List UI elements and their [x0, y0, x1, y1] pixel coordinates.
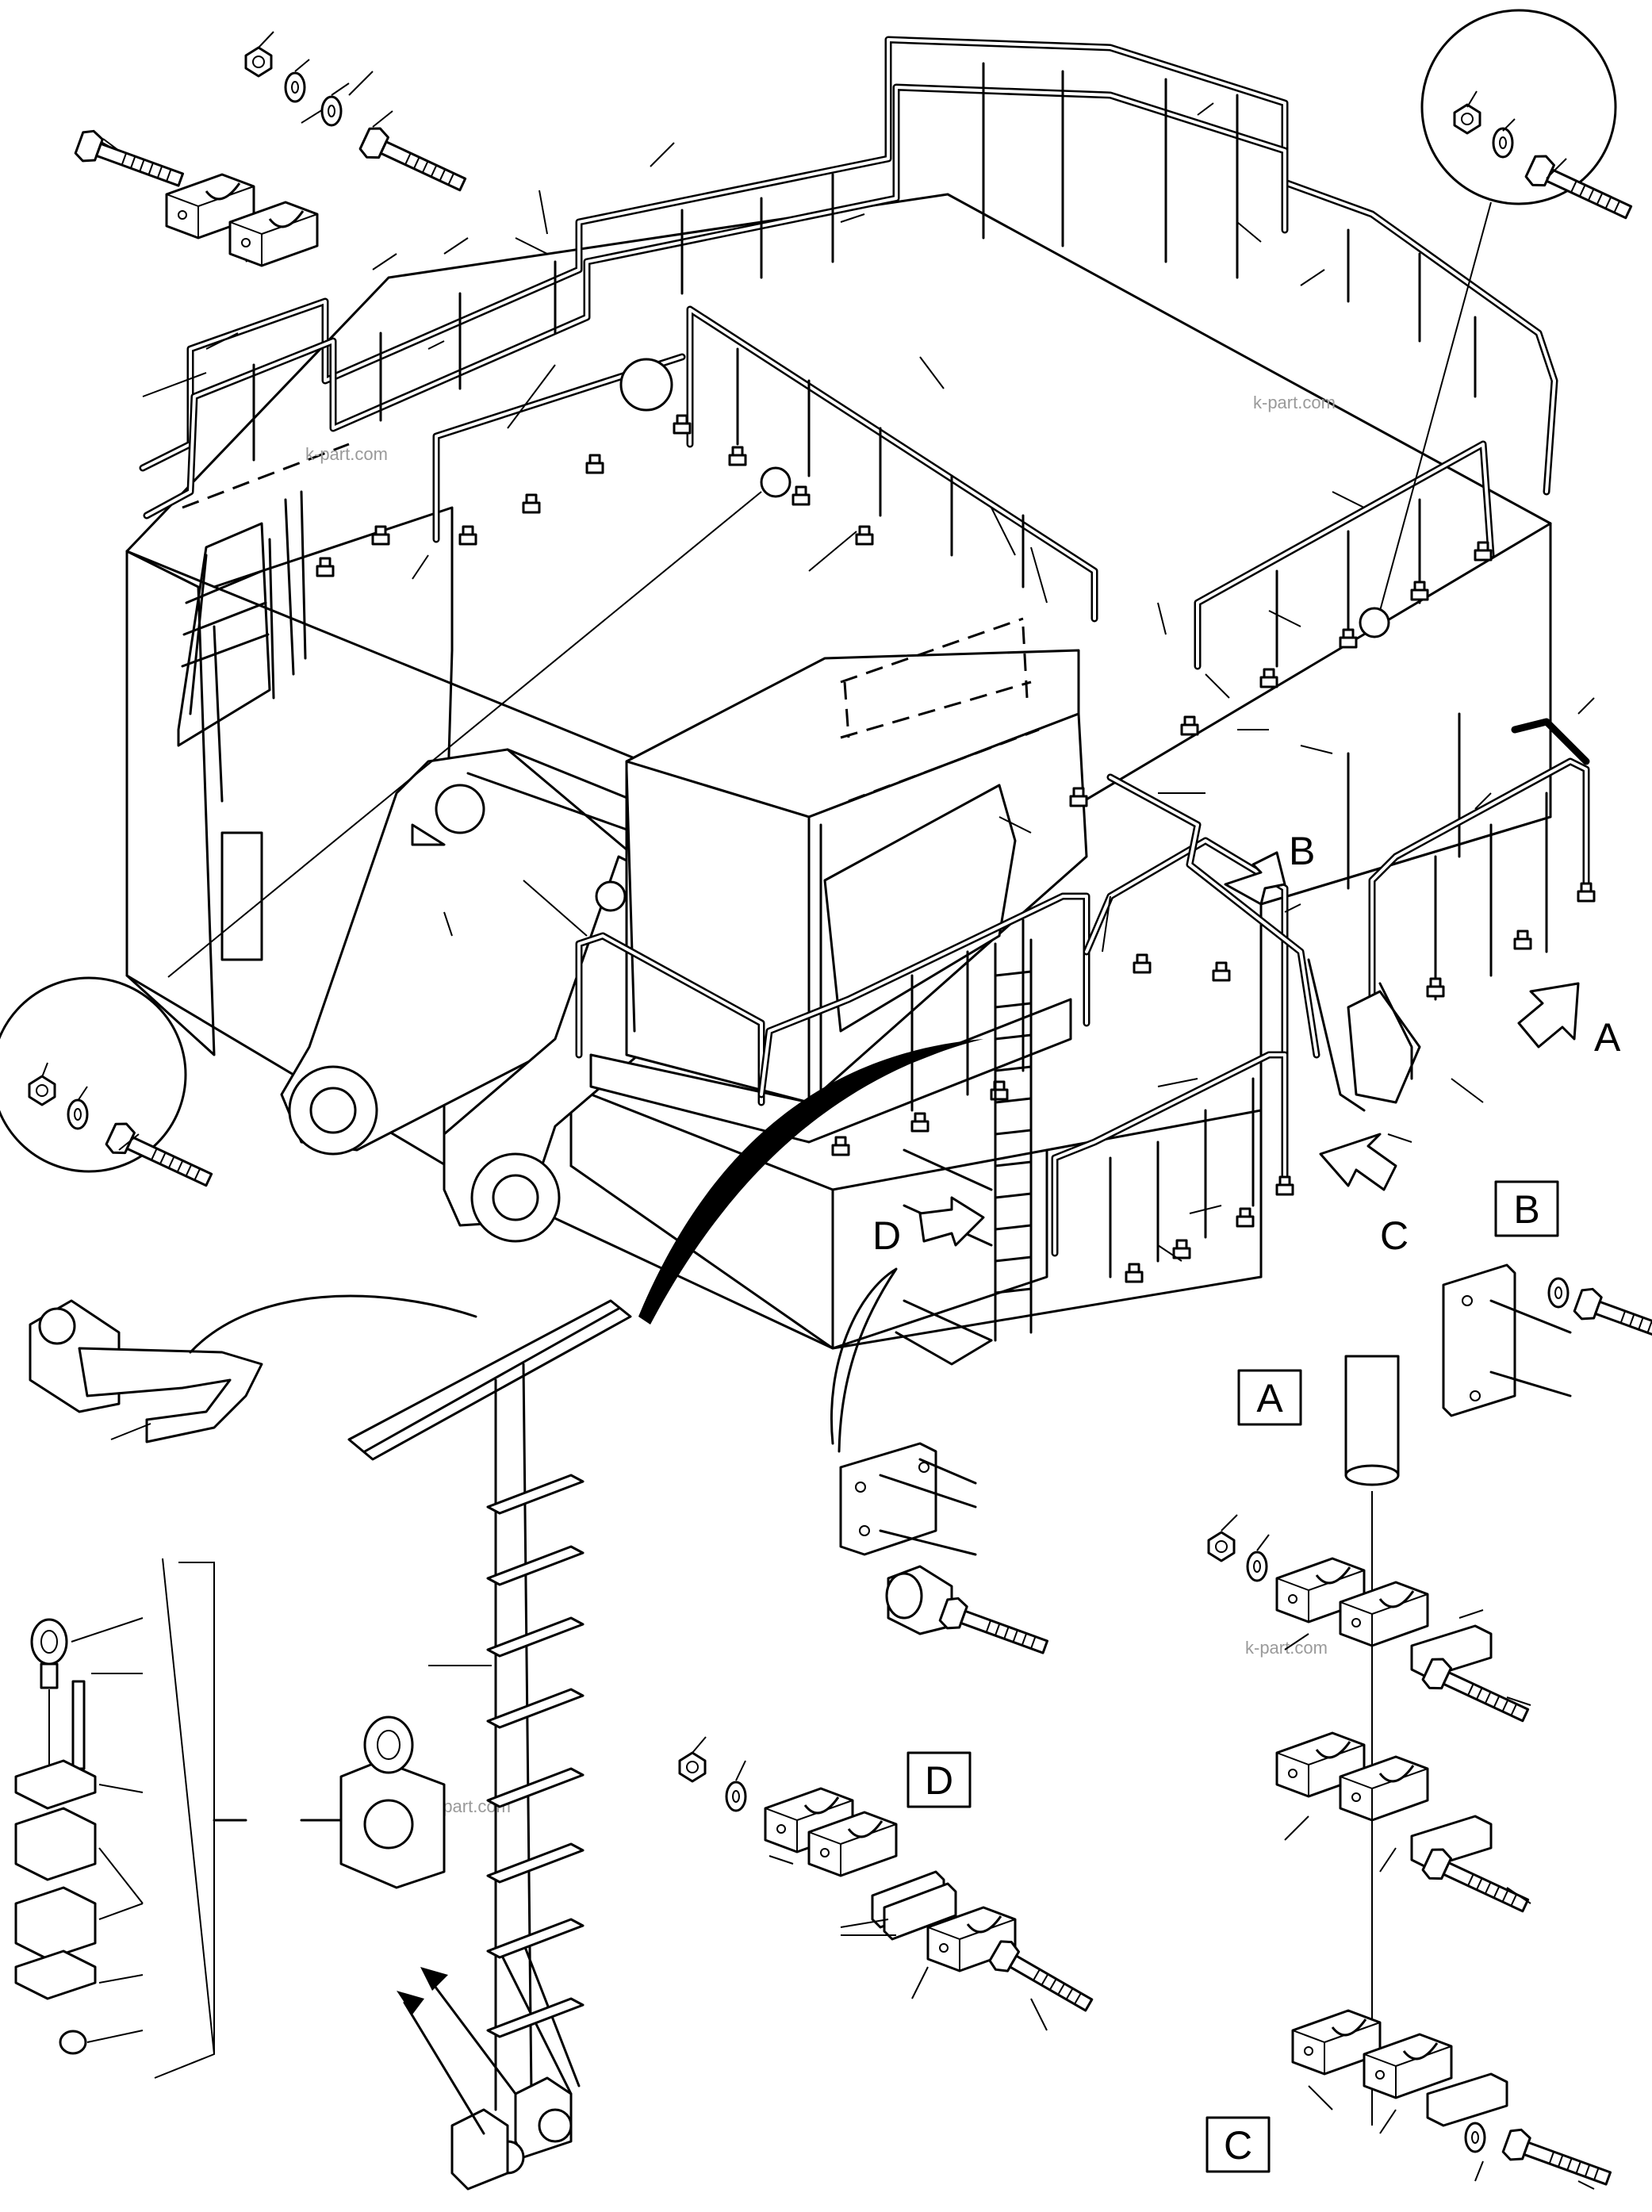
eyebolt-bracket-detail — [14, 1558, 446, 2079]
watermark: k-part.com — [1253, 393, 1336, 412]
view-b-detail: B — [1442, 1180, 1652, 1417]
ladder-rung — [486, 1474, 585, 2038]
view-arrow-c — [1319, 1133, 1397, 1191]
operator-cab — [589, 617, 1088, 1144]
view-label-a-arrow: A — [1594, 1015, 1621, 1060]
view-c-label: C — [1224, 2123, 1252, 2168]
warning-light — [760, 466, 792, 498]
view-label-b-arrow: B — [1289, 829, 1315, 873]
view-c-detail: C — [1205, 2009, 1616, 2195]
view-arrow-a — [1517, 982, 1580, 1048]
view-label-c-arrow: C — [1380, 1213, 1409, 1258]
brace-struts — [1106, 773, 1421, 1112]
boom-arms — [220, 748, 684, 1243]
view-arrow-b — [1224, 851, 1286, 906]
rope-ladder-detail — [347, 1299, 632, 2191]
view-d-label: D — [925, 1758, 953, 1803]
watermark: k-part.com — [305, 444, 388, 464]
view-b-label: B — [1513, 1187, 1539, 1232]
hook-detail — [29, 1294, 477, 1443]
reference-arrow-curve — [638, 1039, 983, 1325]
warning-light — [1359, 607, 1390, 638]
clamp-detail-top-left — [72, 31, 471, 267]
view-a-label: A — [1256, 1376, 1283, 1420]
view-label-d-arrow: D — [872, 1213, 901, 1258]
access-stair-upper-left — [177, 443, 350, 747]
view-a-detail: A — [1207, 1355, 1534, 2126]
detail-circle-left — [0, 491, 762, 1196]
view-d-detail: D — [678, 1736, 1098, 2031]
detail-circle-top-right — [1379, 9, 1637, 611]
mount-plate-detail — [839, 1442, 1052, 1663]
vertical-ladder — [895, 938, 1033, 1366]
reference-arrow-curve — [830, 1267, 898, 1453]
warning-light — [619, 358, 673, 412]
guard-rails — [139, 36, 1590, 1279]
view-arrow-d — [918, 1196, 985, 1247]
